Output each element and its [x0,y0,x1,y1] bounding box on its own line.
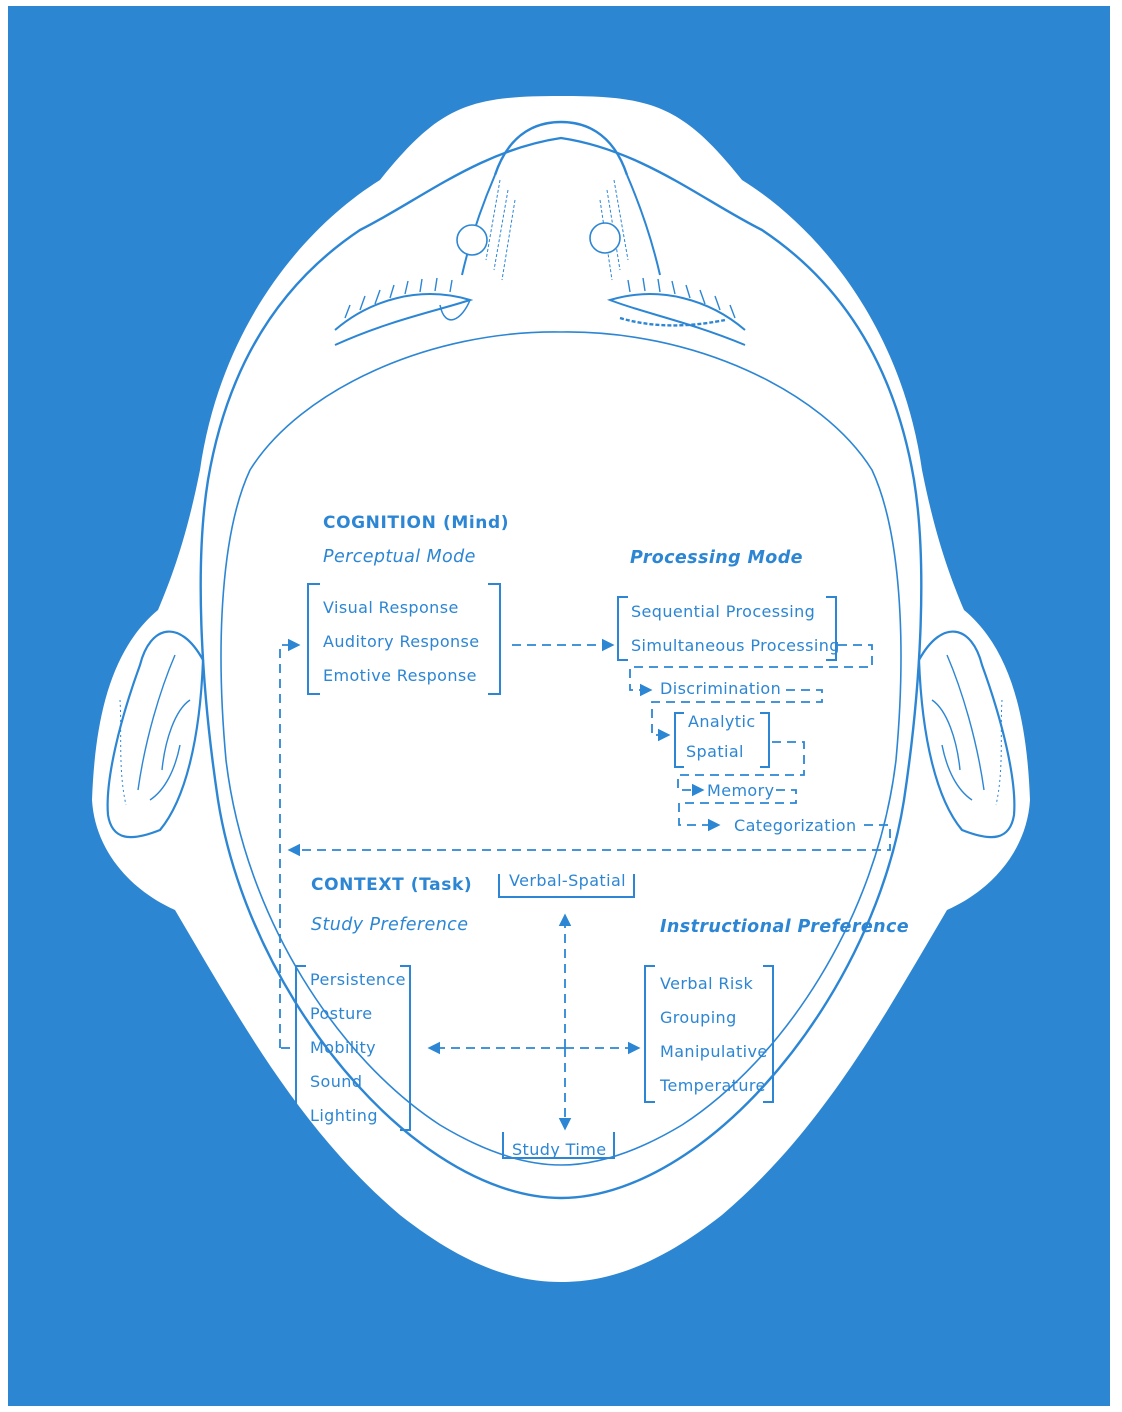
chain-spatial: Spatial [686,742,744,762]
perceptual-item: Emotive Response [323,666,477,686]
processing-item: Sequential Processing [631,602,815,622]
context-heading: CONTEXT (Task) [311,875,472,895]
instructional-item: Manipulative [660,1042,768,1062]
head-halo [92,96,1030,1282]
chain-categorization: Categorization [734,816,857,836]
study-preference-title: Study Preference [311,915,468,935]
cognition-heading: COGNITION (Mind) [323,513,509,533]
chain-memory: Memory [707,781,774,801]
study-preference-item: Persistence [310,970,406,990]
instructional-item: Temperature [660,1076,766,1096]
instructional-preference-title: Instructional Preference [660,917,909,937]
instructional-item: Verbal Risk [660,974,753,994]
study-time-box: Study Time [512,1140,606,1160]
perceptual-item: Visual Response [323,598,459,618]
chain-analytic: Analytic [688,712,756,732]
perceptual-item: Auditory Response [323,632,480,652]
instructional-item: Grouping [660,1008,737,1028]
perceptual-mode-title: Perceptual Mode [323,547,476,567]
study-preference-item: Lighting [310,1106,378,1126]
verbal-spatial-box: Verbal-Spatial [509,871,626,891]
study-preference-item: Mobility [310,1038,376,1058]
processing-item: Simultaneous Processing [631,636,840,656]
processing-mode-title: Processing Mode [630,548,803,568]
study-preference-item: Posture [310,1004,373,1024]
study-preference-item: Sound [310,1072,362,1092]
chain-discrimination: Discrimination [660,679,781,699]
